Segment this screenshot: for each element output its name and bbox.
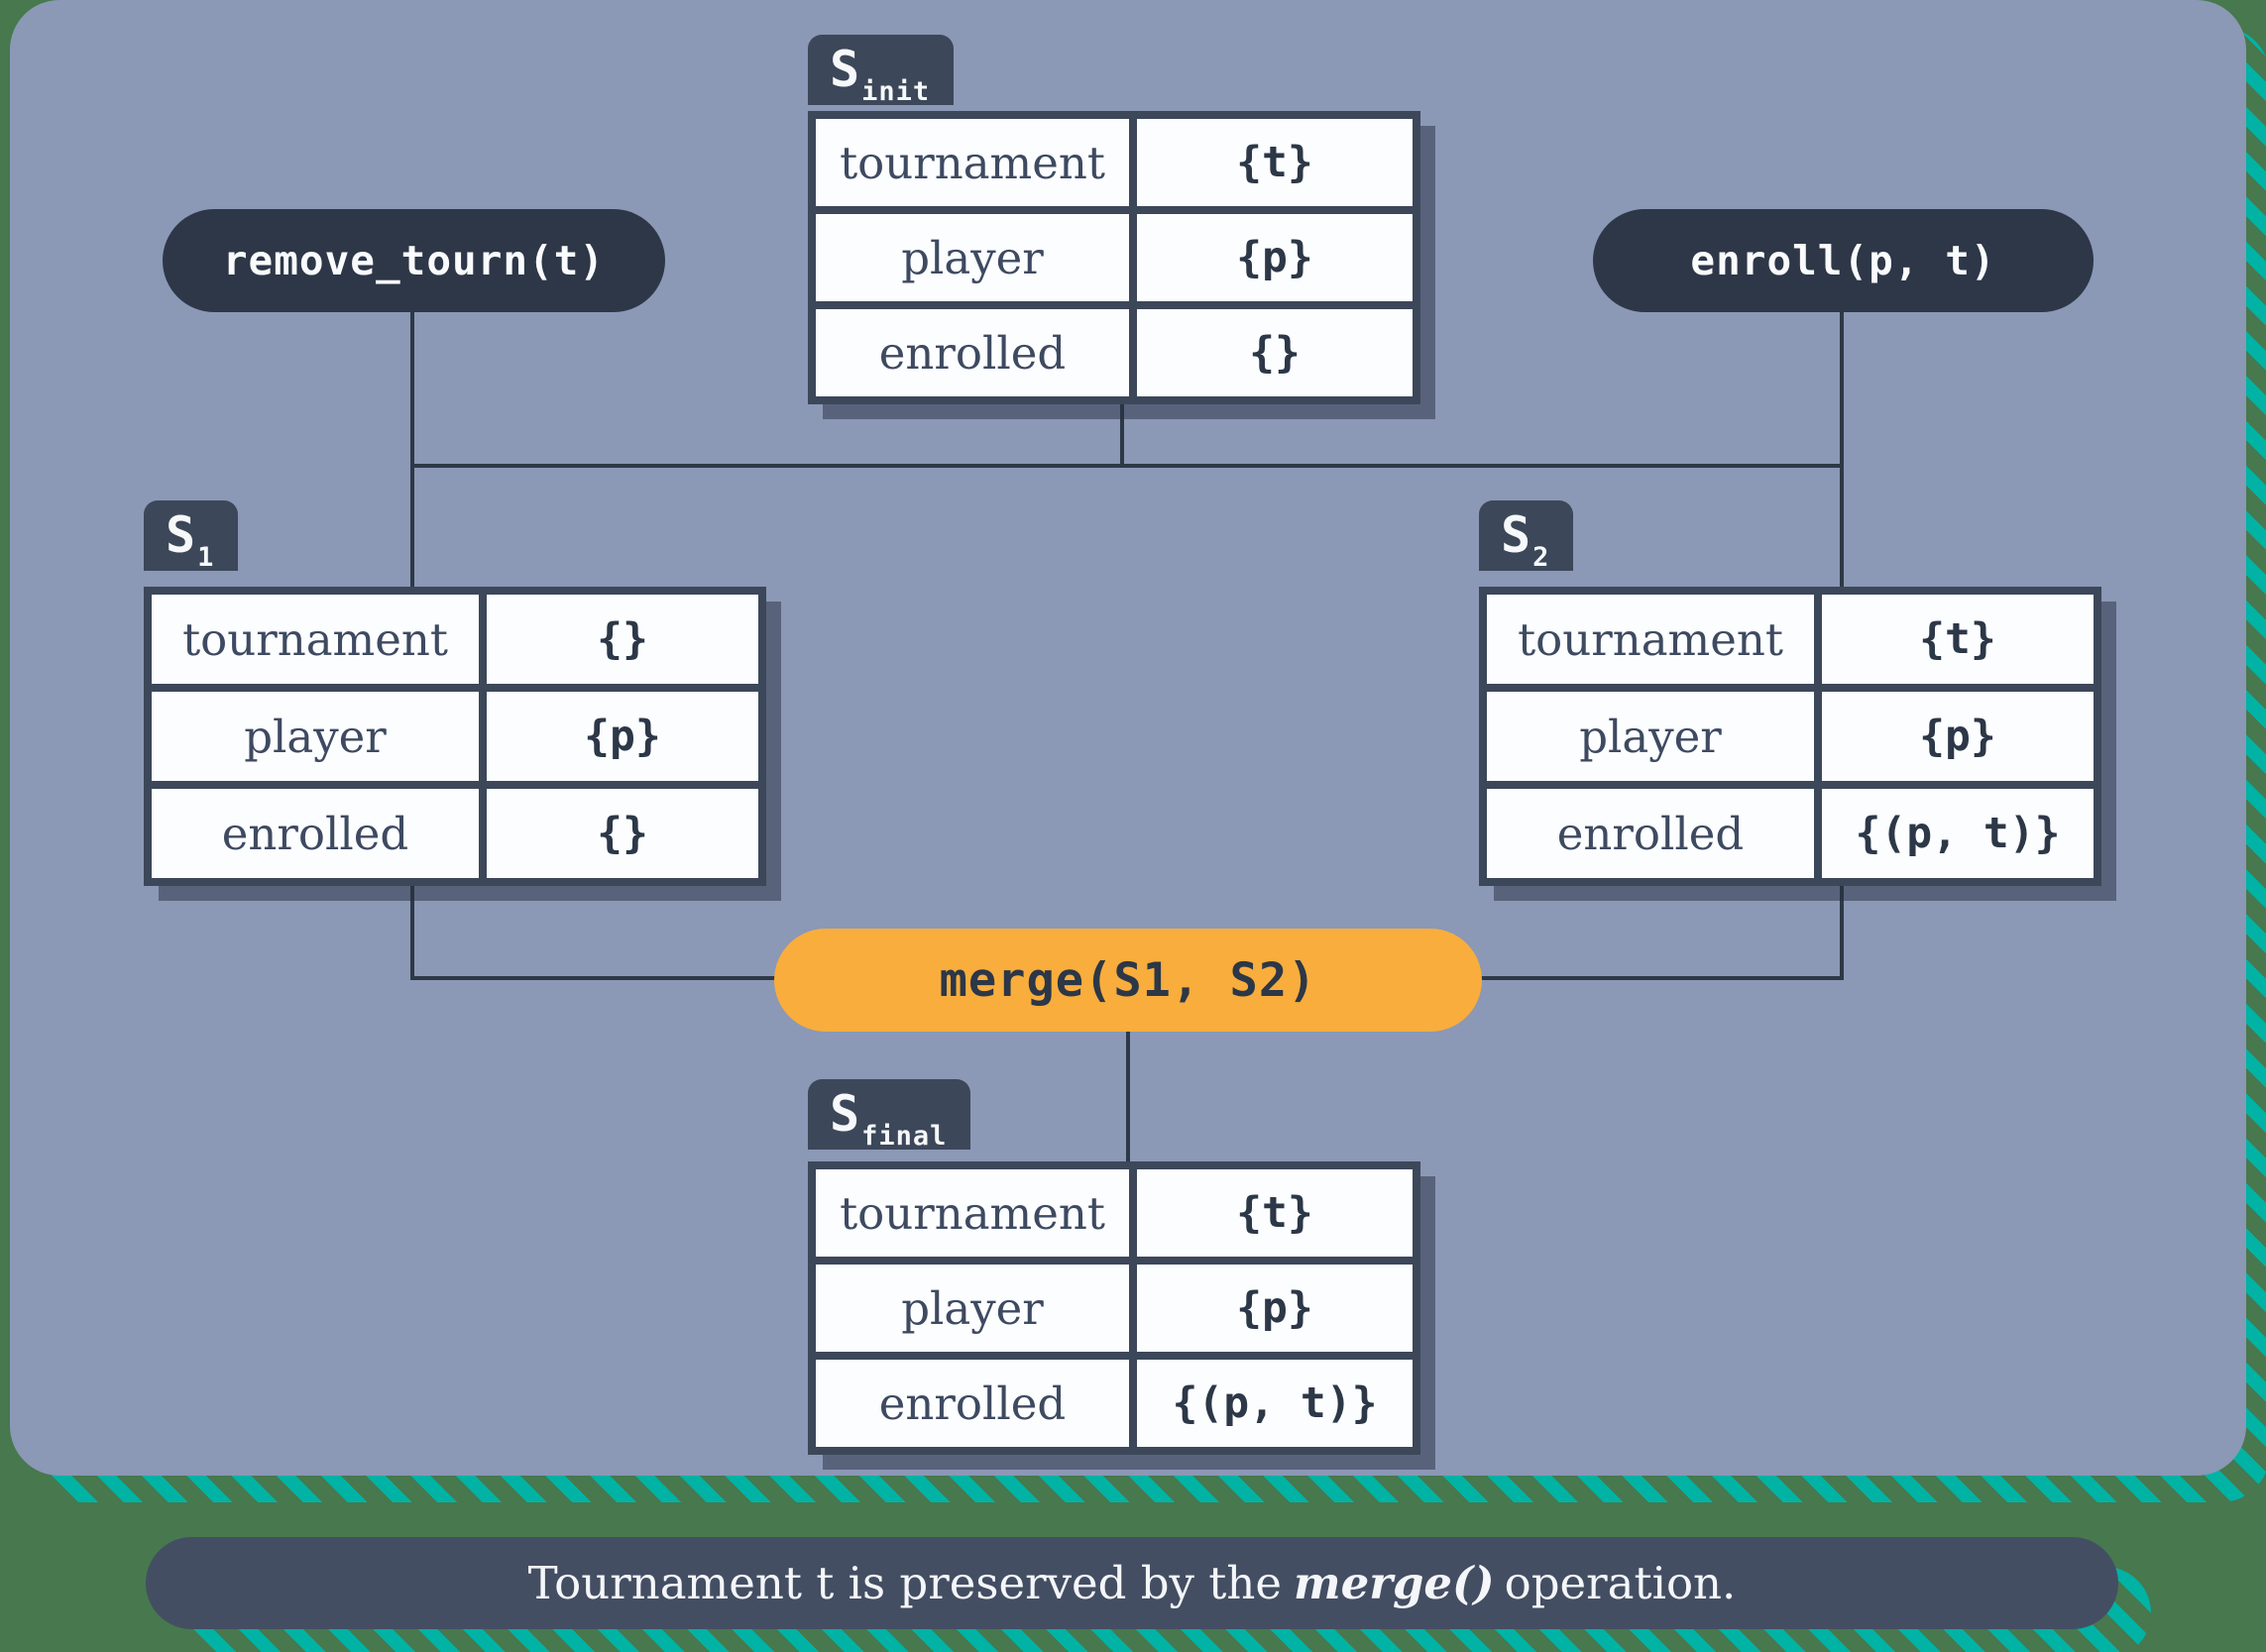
table-subscript: 2 [1532,542,1550,573]
row-label-cell: player [152,692,479,781]
row-value-cell: {p} [487,692,758,781]
connector-remove-to-s1 [410,310,414,587]
row-value-cell: {t} [1137,119,1413,206]
s1-grid: tournament {} player {p} enrolled {} [144,587,766,886]
table-subscript: final [861,1121,948,1152]
caption-merge-emphasis: merge() [1293,1557,1495,1609]
connector-sinit-down [1120,400,1124,468]
table-subscript: 1 [197,542,215,573]
connector-s1-down [410,884,414,980]
row-value-cell: {t} [1137,1169,1413,1257]
row-value-cell: {p} [1137,214,1413,301]
caption-text-suffix: operation. [1504,1557,1737,1609]
table-name: S [1501,506,1531,564]
row-label-cell: player [816,214,1129,301]
row-label-cell: tournament [816,119,1129,206]
row-value-cell: {(p, t)} [1822,789,2094,878]
row-label-cell: player [1487,692,1814,781]
table-subscript: init [861,76,931,107]
row-value-cell: {} [487,595,758,684]
row-label-cell: tournament [816,1169,1129,1257]
s-init-grid: tournament {t} player {p} enrolled {} [808,111,1420,404]
row-value-cell: {(p, t)} [1137,1360,1413,1447]
row-value-cell: {t} [1822,595,2094,684]
caption-text-prefix: Tournament t is preserved by the [527,1557,1282,1609]
remove-tourn-pill: remove_tourn(t) [163,209,665,312]
table-name: S [166,506,196,564]
row-label-cell: player [816,1265,1129,1352]
row-value-cell: {} [487,789,758,878]
connector-s2-down [1840,884,1844,980]
connector-s2-to-merge [1475,976,1844,980]
s-final-grid: tournament {t} player {p} enrolled {(p, … [808,1161,1420,1455]
merge-pill: merge(S1, S2) [774,929,1482,1032]
row-label-cell: enrolled [816,309,1129,396]
row-label-cell: enrolled [816,1360,1129,1447]
connector-s1-to-merge [410,976,787,980]
table-name: S [830,41,860,98]
s2-grid: tournament {t} player {p} enrolled {(p, … [1479,587,2101,886]
enroll-pill: enroll(p, t) [1593,209,2094,312]
row-label-cell: enrolled [152,789,479,878]
connector-enroll-to-s2 [1840,310,1844,587]
connector-horizontal-split [410,464,1844,468]
row-label-cell: tournament [152,595,479,684]
row-value-cell: {p} [1822,692,2094,781]
table-name: S [830,1085,860,1143]
connector-merge-to-sfinal [1126,1032,1130,1161]
row-label-cell: enrolled [1487,789,1814,878]
row-value-cell: {} [1137,309,1413,396]
row-label-cell: tournament [1487,595,1814,684]
row-value-cell: {p} [1137,1265,1413,1352]
